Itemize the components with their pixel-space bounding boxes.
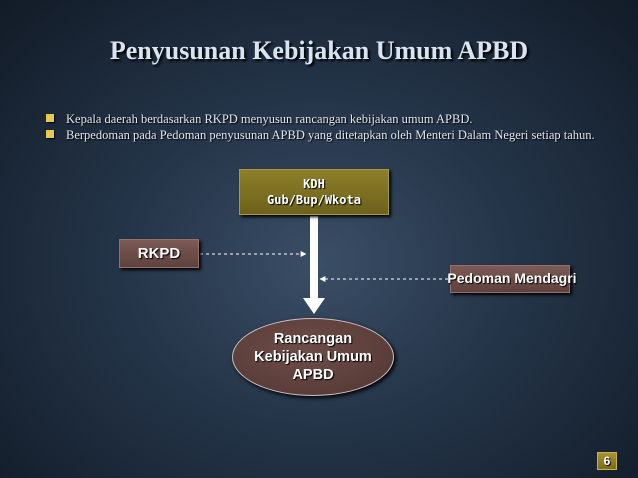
page-number: 6 bbox=[603, 454, 611, 468]
bullet-item: Kepala daerah berdasarkan RKPD menyusun … bbox=[46, 111, 606, 127]
rancangan-line-3: APBD bbox=[292, 367, 334, 383]
square-bullet-icon bbox=[46, 114, 54, 122]
rancangan-line-2: Kebijakan Umum bbox=[254, 349, 372, 365]
bullet-list: Kepala daerah berdasarkan RKPD menyusun … bbox=[46, 111, 606, 143]
kdh-sublabel: Gub/Bup/Wkota bbox=[267, 193, 361, 207]
main-arrow-head bbox=[303, 298, 325, 314]
slide-title: Penyusunan Kebijakan Umum APBD bbox=[109, 36, 529, 65]
main-arrow-shaft bbox=[310, 216, 318, 300]
pedoman-label: Pedoman Mendagri bbox=[447, 270, 577, 286]
pedoman-box bbox=[450, 265, 570, 293]
kdh-box: KDH Gub/Bup/Wkota bbox=[239, 169, 389, 215]
bullet-item: Berpedoman pada Pedoman penyusunan APBD … bbox=[46, 127, 606, 143]
rancangan-ellipse: Rancangan Kebijakan Umum APBD bbox=[232, 318, 394, 396]
kdh-label: KDH bbox=[303, 177, 325, 191]
page-number-badge: 6 bbox=[597, 452, 617, 470]
rkpd-label: RKPD bbox=[137, 245, 181, 262]
rancangan-line-1: Rancangan bbox=[273, 331, 353, 347]
bullet-text: Berpedoman pada Pedoman penyusunan APBD … bbox=[66, 128, 595, 142]
bullet-text: Kepala daerah berdasarkan RKPD menyusun … bbox=[66, 112, 473, 126]
square-bullet-icon bbox=[46, 130, 54, 138]
rkpd-box: RKPD bbox=[119, 239, 199, 268]
